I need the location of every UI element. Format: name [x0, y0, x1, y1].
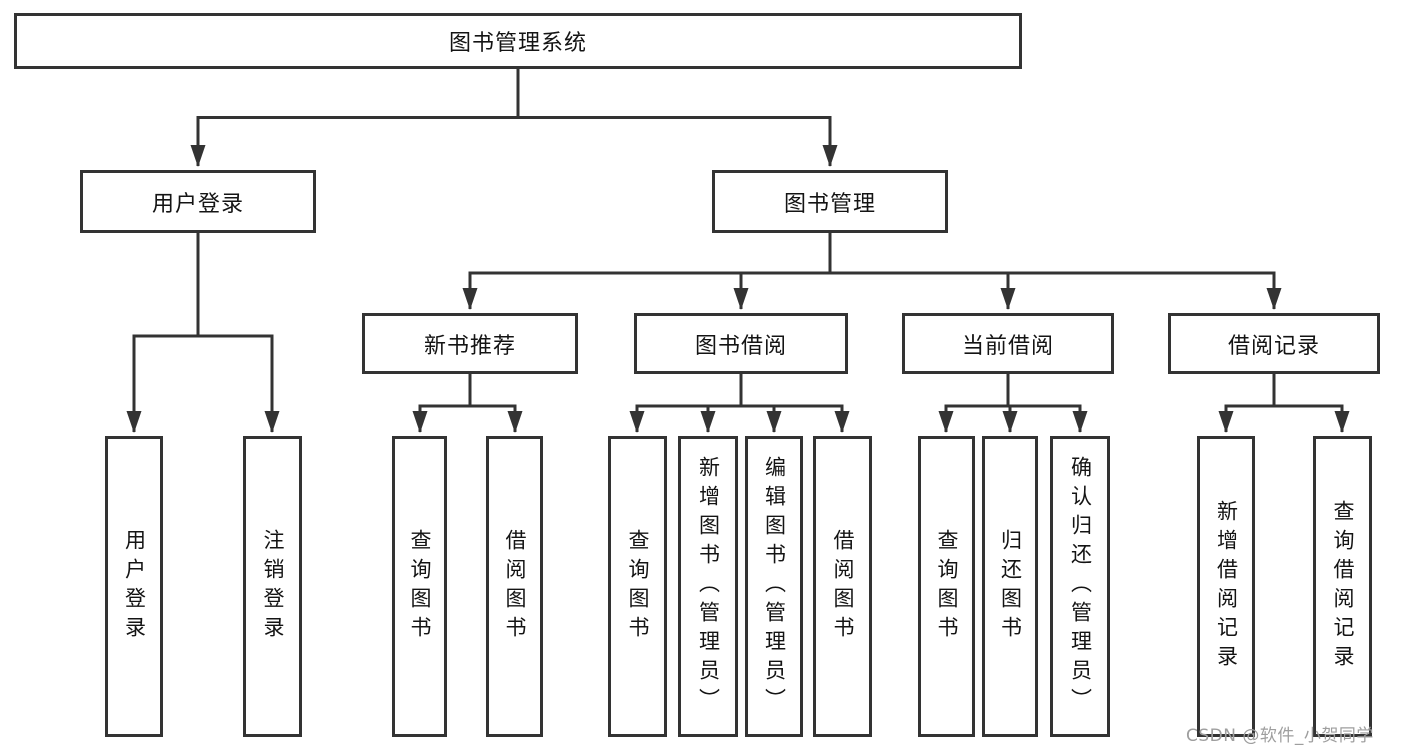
leaf-borrow-books-recommend: 借阅图书 — [486, 436, 543, 737]
connector-book-mgmt-to-level3 — [462, 233, 1282, 310]
leaf-query-books-borrowing: 查询图书 — [608, 436, 667, 737]
leaf-user-login: 用户登录 — [105, 436, 163, 737]
connector-level3-to-leaves — [412, 373, 1350, 433]
leaf-query-books-recommend: 查询图书 — [392, 436, 447, 737]
node-borrowing-records: 借阅记录 — [1168, 313, 1380, 374]
node-book-management: 图书管理 — [712, 170, 948, 233]
node-user-login: 用户登录 — [80, 170, 316, 233]
node-new-book-recommendation: 新书推荐 — [362, 313, 578, 374]
node-library-management-system: 图书管理系统 — [14, 13, 1022, 69]
leaf-return-books: 归还图书 — [982, 436, 1038, 737]
leaf-edit-books-admin: 编辑图书（管理员） — [745, 436, 803, 737]
csdn-watermark: CSDN @软件_小贺同学 — [1186, 726, 1374, 746]
node-current-borrowing: 当前借阅 — [902, 313, 1114, 374]
leaf-query-books-current: 查询图书 — [918, 436, 975, 737]
leaf-confirm-return-admin: 确认归还（管理员） — [1050, 436, 1110, 737]
leaf-logout-login: 注销登录 — [243, 436, 302, 737]
connector-root-to-level2 — [190, 69, 838, 167]
leaf-borrow-books: 借阅图书 — [813, 436, 872, 737]
leaf-query-borrow-record: 查询借阅记录 — [1313, 436, 1372, 737]
leaf-add-borrow-record: 新增借阅记录 — [1197, 436, 1255, 737]
connector-user-login-to-leaves — [126, 233, 280, 433]
node-book-borrowing: 图书借阅 — [634, 313, 848, 374]
leaf-add-books-admin: 新增图书（管理员） — [678, 436, 738, 737]
